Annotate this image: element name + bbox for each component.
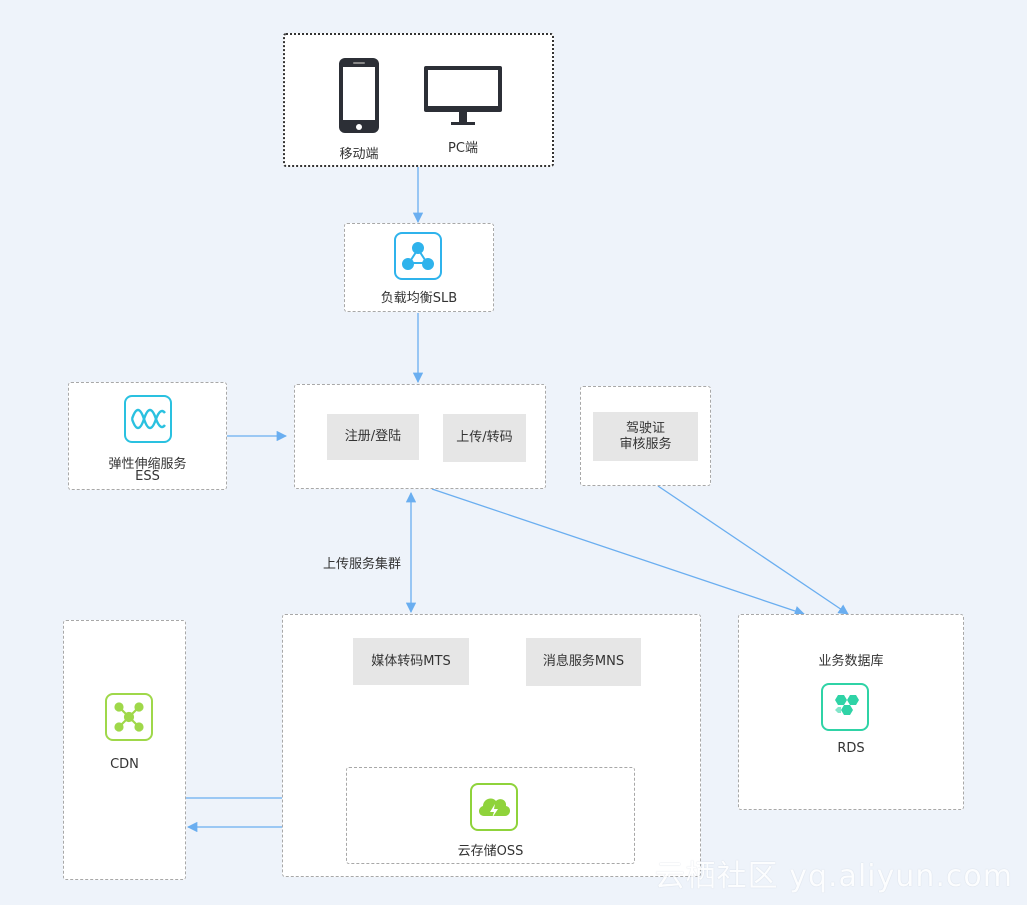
pc-monitor-icon	[423, 65, 503, 128]
mobile-label: 移动端	[339, 147, 379, 162]
arrow-cluster-to-db	[431, 488, 805, 616]
arrow-review-to-db	[657, 485, 849, 615]
mns-service: 消息服务MNS	[526, 638, 641, 686]
upload-cluster-caption: 上传服务集群	[322, 557, 401, 572]
ess-label-line1: 弹性伸缩服务	[108, 457, 187, 472]
ess-icon	[124, 395, 172, 443]
business-db-title: 业务数据库	[818, 654, 884, 669]
slb-label: 负载均衡SLB	[380, 291, 458, 306]
upload-transcode-service: 上传/转码	[443, 414, 526, 462]
cdn-box	[63, 620, 186, 880]
oss-cloud-icon	[470, 783, 518, 831]
clients-box	[283, 33, 554, 167]
pc-label: PC端	[448, 141, 478, 156]
ess-label-line2: ESS	[135, 469, 160, 484]
rds-icon	[821, 683, 869, 731]
license-review-line1: 驾驶证	[625, 420, 665, 436]
mobile-device-icon	[338, 57, 380, 134]
cdn-label: CDN	[110, 757, 139, 772]
watermark: 云栖社区 yq.aliyun.com	[654, 859, 1013, 894]
license-review-service: 驾驶证 审核服务	[593, 412, 698, 461]
license-review-line2: 审核服务	[619, 436, 672, 452]
oss-label: 云存储OSS	[457, 844, 524, 859]
slb-icon	[394, 232, 442, 280]
rds-label: RDS	[837, 741, 865, 756]
cdn-icon	[105, 693, 153, 741]
register-login-service: 注册/登陆	[327, 414, 419, 460]
mts-service: 媒体转码MTS	[353, 638, 469, 685]
